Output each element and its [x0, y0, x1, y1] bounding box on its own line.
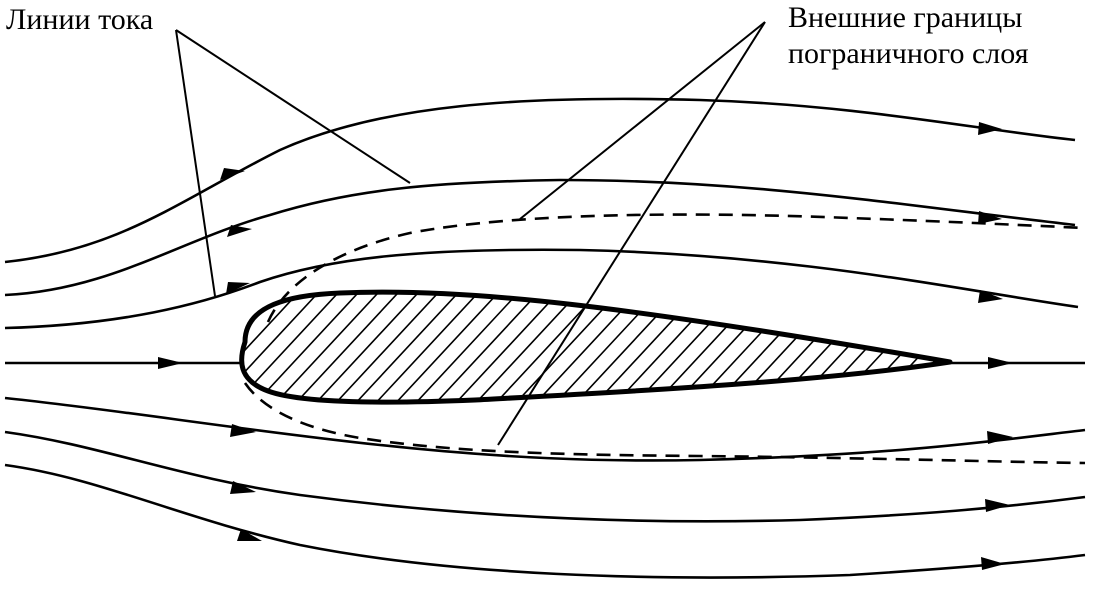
arrow-6a	[230, 481, 256, 494]
boundary-layer-label: Внешние границы пограничного слоя	[788, 0, 1029, 72]
boundary-layer-lower	[243, 382, 1086, 465]
arrow-7a	[237, 529, 262, 541]
arrow-2a	[227, 225, 252, 237]
boundary-layer-upper	[266, 213, 1086, 323]
arrow-7b	[981, 557, 1005, 570]
streamline-6	[4, 430, 1086, 523]
arrow-4b	[988, 357, 1013, 369]
airfoil-outline	[239, 289, 953, 405]
arrow-1b	[978, 122, 1002, 135]
arrow-5a	[230, 424, 256, 437]
streamline-2	[4, 178, 1076, 297]
leader-boundary-2	[497, 21, 766, 446]
boundary-label-line1: Внешние границы	[788, 1, 1023, 34]
arrow-2b	[978, 211, 1002, 224]
arrow-3a	[226, 282, 250, 294]
streamline-5	[4, 396, 1086, 462]
leader-streamlines-1	[175, 29, 411, 184]
arrow-1a	[220, 168, 245, 180]
streamline-1	[4, 97, 1076, 264]
boundary-label-line2: пограничного слоя	[788, 37, 1029, 70]
streamline-3	[4, 248, 1079, 330]
arrow-4a	[158, 357, 183, 369]
arrow-5b	[987, 431, 1013, 444]
streamline-7	[4, 463, 1086, 579]
arrow-3b	[978, 290, 1003, 303]
arrow-6b	[985, 499, 1010, 512]
leader-streamlines-2	[175, 29, 216, 297]
streamlines-label: Линии тока	[6, 3, 154, 36]
leader-boundary-1	[519, 21, 766, 220]
